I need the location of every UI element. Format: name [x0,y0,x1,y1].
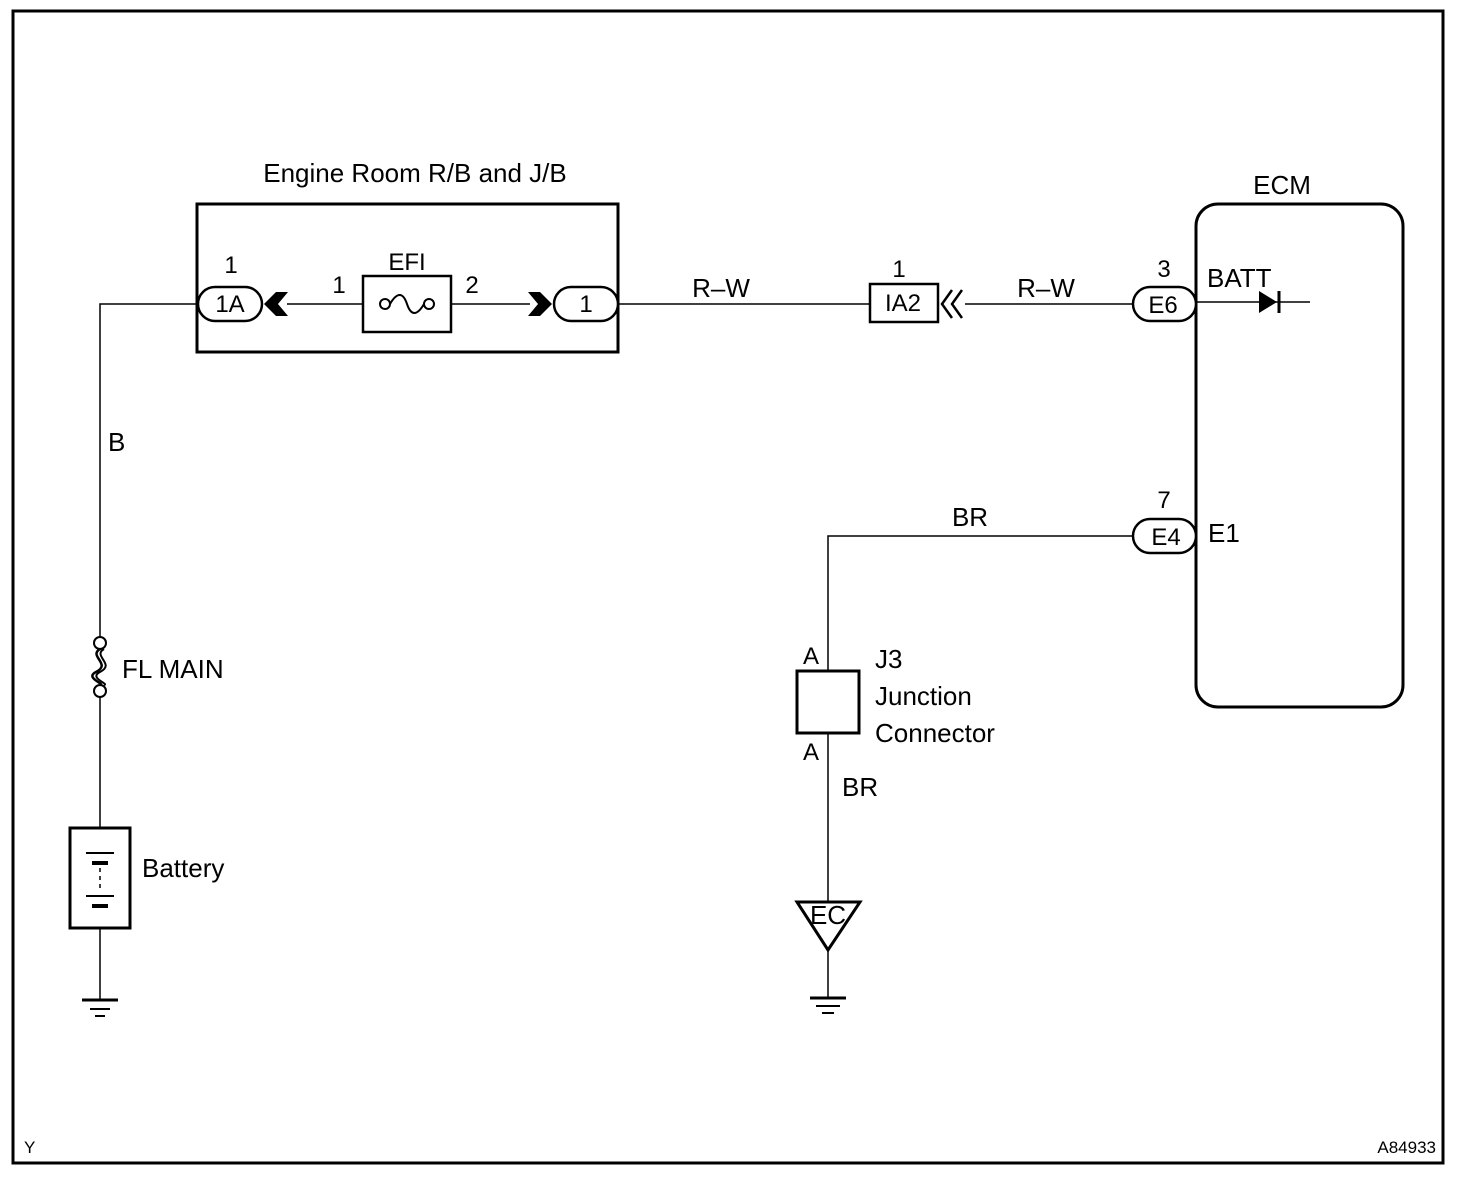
ground-point-triangle [794,900,863,953]
ecm-box [1194,202,1405,709]
connector-ia2-label: IA2 [885,290,921,317]
ecm-batt-label: BATT [1207,263,1272,293]
efi-fuse-label: EFI [388,249,425,276]
connector-e6-pin: 3 [1157,256,1170,283]
ground-icon [810,996,846,1014]
relay-block-title: Engine Room R/B and J/B [263,158,567,188]
connector-rb-out-arrow-icon [528,292,552,316]
connector-ia2-pin: 1 [892,256,905,283]
wire-color-rw-2: R–W [1017,273,1075,303]
ecm-title: ECM [1253,170,1311,200]
wire-color-br-1: BR [952,502,988,532]
corner-label-left: Y [24,1138,35,1157]
connector-1a-pin: 1 [224,252,237,279]
ground-icon [82,998,118,1017]
connector-1a-arrow-icon [264,292,288,316]
junction-line2: Connector [875,718,995,748]
connector-e4-label: E4 [1151,524,1180,551]
junction-pin-bottom: A [803,739,819,766]
wire-br [827,535,1134,671]
wire-color-rw-1: R–W [692,273,750,303]
connector-rb-out [552,285,620,323]
ecm-e1-label: E1 [1208,518,1240,548]
efi-fuse-pin-in: 1 [332,272,345,299]
ground-point-label: EC [810,900,846,930]
ecm: ECM E6 3 BATT E4 7 E1 [1131,170,1405,709]
junction-line1: Junction [875,681,972,711]
connector-ia2-box [868,282,940,324]
connector-rb-out-label: 1 [579,291,592,318]
wire-b-upper [99,303,198,637]
efi-fuse-pin-out: 2 [465,272,478,299]
relay-block: Engine Room R/B and J/B 1A 1 EFI 1 2 1 [195,158,620,354]
junction-pin-top: A [803,643,819,670]
connector-e4 [1131,517,1198,555]
wire-color-br-2: BR [842,772,878,802]
connector-e6 [1131,285,1198,323]
diagram-frame [11,9,1445,1165]
connector-1a [196,285,264,323]
connector-ia2: IA2 1 [868,256,964,324]
junction-connector-j3: A A J3 Junction Connector [795,643,995,766]
fuse-icon [379,294,435,314]
corner-label-right: A84933 [1377,1138,1436,1157]
connector-1a-label: 1A [215,291,244,318]
junction-code: J3 [875,644,902,674]
connector-e4-pin: 7 [1157,487,1170,514]
fusible-link-icon [91,636,107,698]
battery: Battery [68,826,224,930]
connector-e6-label: E6 [1148,292,1177,319]
battery-icon [86,852,114,908]
relay-block-box [195,202,620,354]
connector-ia2-chevron-icon [940,289,964,319]
diode-icon [1259,291,1281,313]
battery-label: Battery [142,853,224,883]
ground-point-ec: EC [794,900,863,953]
fusible-link-label: FL MAIN [122,654,224,684]
wires [99,301,1310,1000]
wire-color-b: B [108,427,125,457]
junction-connector-box [795,669,861,735]
